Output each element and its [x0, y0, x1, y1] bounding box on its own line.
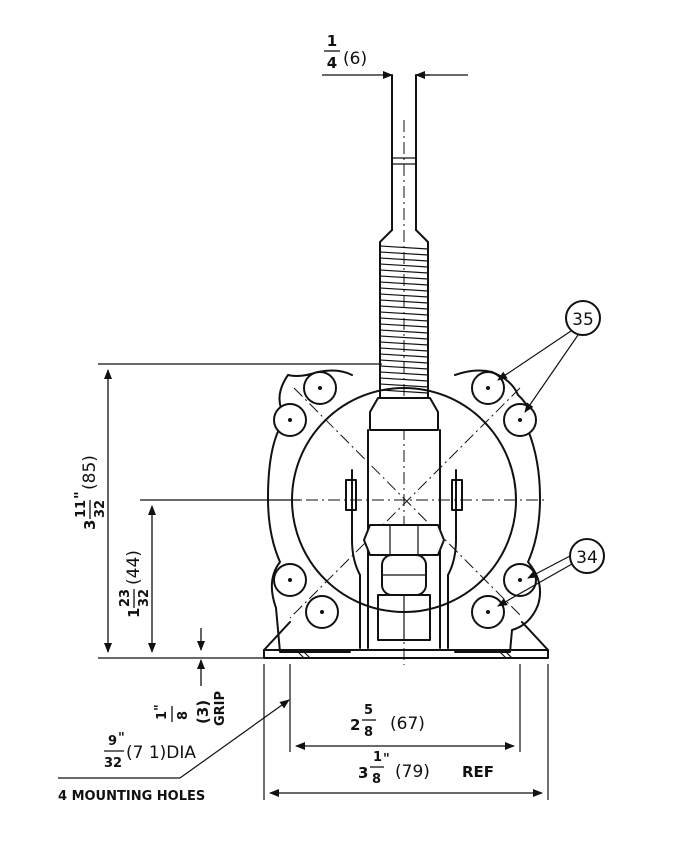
grip-num: 1 — [155, 711, 170, 720]
callout-35: 35 — [497, 300, 601, 413]
center-height-mm: (44) — [124, 550, 144, 585]
thread-line — [379, 317, 429, 322]
rod-fraction-den: 4 — [327, 54, 337, 72]
thread-line — [379, 305, 429, 310]
thread-line — [379, 251, 429, 256]
upper-right-holes — [471, 371, 537, 437]
thread-line — [379, 371, 429, 376]
hole-spacing-den: 8 — [364, 725, 373, 740]
mounting-hole-mm: (7 1)DIA — [126, 743, 196, 763]
thread-line — [379, 365, 429, 370]
rod-mm: (6) — [343, 49, 367, 69]
thread-line — [379, 347, 429, 352]
thread-line — [379, 257, 429, 262]
mounting-hole-note: 9 " 32 (7 1)DIA 4 MOUNTING HOLES — [58, 699, 290, 804]
rod-threads — [379, 245, 429, 394]
grip-inch: " — [153, 704, 168, 711]
thread-line — [379, 269, 429, 274]
base-width-mm: (79) — [395, 762, 430, 782]
center-height-whole: 1 — [125, 608, 143, 618]
thread-line — [379, 341, 429, 346]
thread-line — [379, 335, 429, 340]
hole-spacing-mm: (67) — [390, 714, 425, 734]
pump-rod — [379, 74, 429, 399]
thread-line — [379, 377, 429, 382]
mounting-hole-den: 32 — [104, 756, 122, 771]
thread-line — [379, 353, 429, 358]
dim-base-width: 3 1 " 8 (79) REF — [263, 664, 549, 800]
overall-height-num: 11 — [74, 500, 89, 518]
base-width-whole: 3 — [358, 764, 368, 782]
center-height-num: 23 — [118, 589, 133, 607]
thread-line — [379, 323, 429, 328]
pump-fork — [345, 397, 463, 649]
dim-overall-height: 3 11 32 " (85) — [71, 363, 382, 659]
thread-line — [379, 329, 429, 334]
lower-right-holes — [471, 563, 537, 629]
thread-line — [379, 389, 429, 394]
dim-center-height: 1 23 32 (44) — [118, 499, 300, 653]
thread-line — [379, 293, 429, 298]
upper-left-holes — [273, 371, 337, 437]
base-width-num: 1 — [373, 750, 382, 765]
callout-34: 34 — [497, 538, 605, 607]
thread-line — [379, 245, 429, 250]
grip-label: GRIP — [213, 691, 228, 726]
callout-34-label: 34 — [576, 548, 598, 568]
base-width-suffix: REF — [462, 763, 494, 781]
center-height-den: 32 — [137, 589, 152, 607]
rod-fraction-num: 1 — [327, 32, 337, 50]
overall-height-mm: (85) — [80, 455, 100, 490]
base-width-inch: " — [383, 752, 390, 767]
grip-mm: (3) — [194, 700, 212, 724]
dim-rod-diameter: 1 4 (6) — [322, 32, 468, 79]
mounting-hole-inch: " — [118, 731, 125, 746]
base-plate — [263, 621, 549, 659]
thread-line — [379, 383, 429, 388]
base-width-den: 8 — [372, 772, 381, 787]
mounting-hole-num: 9 — [108, 734, 117, 749]
thread-line — [379, 281, 429, 286]
grip-den: 8 — [176, 711, 191, 720]
hole-spacing-whole: 2 — [350, 716, 360, 734]
thread-line — [379, 263, 429, 268]
thread-line — [379, 275, 429, 280]
dim-grip: 1 " 8 (3) GRIP — [153, 628, 228, 726]
callout-35-label: 35 — [572, 310, 594, 330]
hole-spacing-num: 5 — [364, 703, 373, 718]
thread-line — [379, 311, 429, 316]
overall-height-inch: " — [71, 491, 89, 499]
overall-height-whole: 3 — [81, 520, 99, 530]
dim-hole-spacing: 2 5 8 (67) — [289, 664, 521, 752]
mounting-hole-count: 4 MOUNTING HOLES — [58, 789, 205, 804]
thread-line — [379, 359, 429, 364]
overall-height-den: 32 — [93, 500, 108, 518]
thread-line — [379, 299, 429, 304]
lower-left-holes — [273, 563, 339, 629]
thread-line — [379, 287, 429, 292]
